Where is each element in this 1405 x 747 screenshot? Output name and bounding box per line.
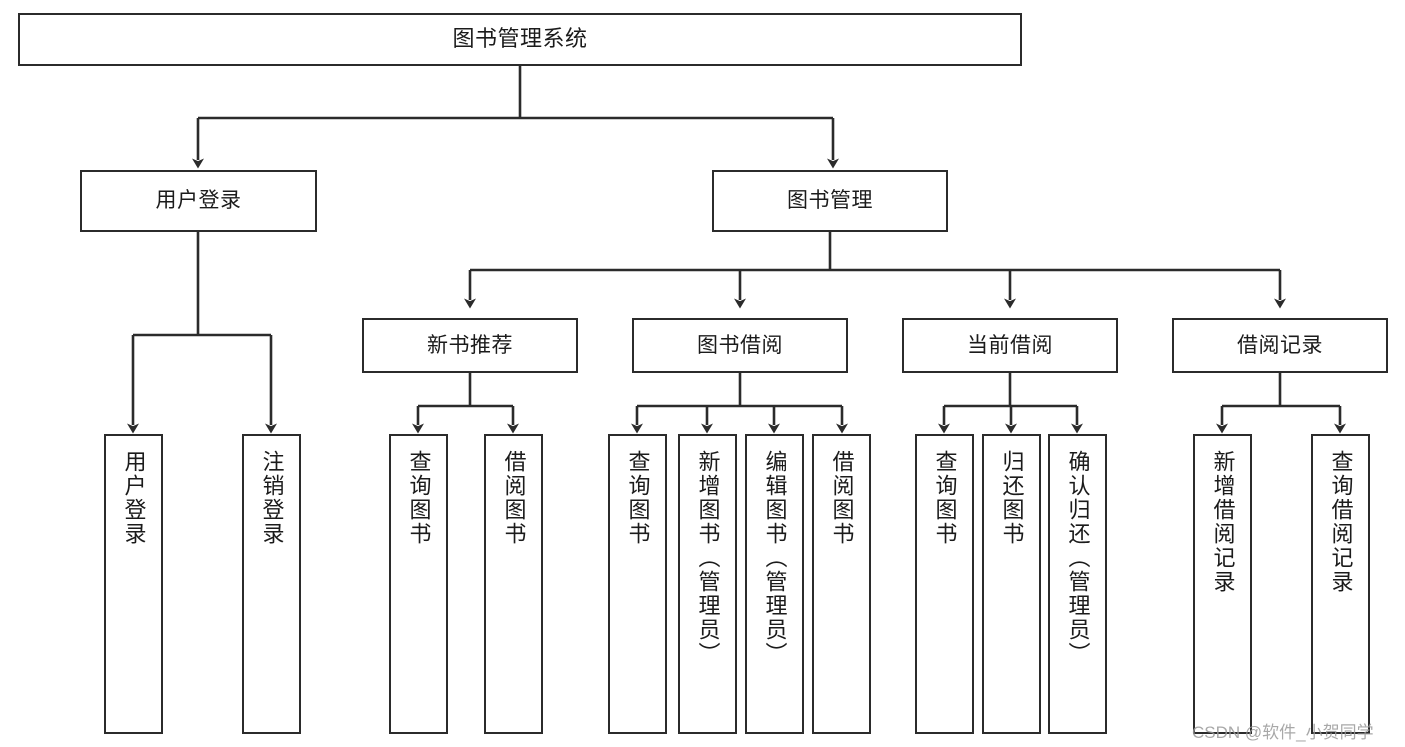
leaf-query-book-recommend-label: 查询图书 [406,450,432,546]
node-user-login-label: 用户登录 [155,189,242,213]
leaf-logout-login[interactable]: 注销登录 [242,434,301,734]
node-current-borrow-label: 当前借阅 [967,333,1053,357]
node-borrow-record[interactable]: 借阅记录 [1172,318,1388,373]
node-borrow-record-label: 借阅记录 [1237,333,1323,357]
node-book-borrow[interactable]: 图书借阅 [632,318,848,373]
node-root[interactable]: 图书管理系统 [18,13,1022,66]
leaf-borrow-book-label: 借阅图书 [829,450,855,546]
leaf-return-book-label: 归还图书 [999,450,1025,546]
leaf-borrow-book[interactable]: 借阅图书 [812,434,871,734]
node-user-login[interactable]: 用户登录 [80,170,317,232]
leaf-return-book[interactable]: 归还图书 [982,434,1041,734]
node-book-borrow-label: 图书借阅 [697,333,783,357]
leaf-query-borrow-record[interactable]: 查询借阅记录 [1311,434,1370,734]
leaf-add-book-admin-label: 新增图书（管理员） [695,450,721,666]
leaf-add-borrow-record[interactable]: 新增借阅记录 [1193,434,1252,734]
leaf-query-book-recommend[interactable]: 查询图书 [389,434,448,734]
leaf-query-book-current[interactable]: 查询图书 [915,434,974,734]
leaf-add-book-admin[interactable]: 新增图书（管理员） [678,434,737,734]
node-root-label: 图书管理系统 [452,26,588,52]
leaf-user-login-label: 用户登录 [121,450,147,546]
node-book-management[interactable]: 图书管理 [712,170,948,232]
node-book-management-label: 图书管理 [787,189,873,213]
leaf-confirm-return-admin-label: 确认归还（管理员） [1065,450,1091,666]
leaf-query-book-current-label: 查询图书 [932,450,958,546]
leaf-borrow-book-recommend[interactable]: 借阅图书 [484,434,543,734]
leaf-logout-login-label: 注销登录 [259,450,285,546]
node-new-book-recommend[interactable]: 新书推荐 [362,318,578,373]
leaf-edit-book-admin-label: 编辑图书（管理员） [762,450,788,666]
leaf-query-book-borrow-label: 查询图书 [625,450,651,546]
leaf-confirm-return-admin[interactable]: 确认归还（管理员） [1048,434,1107,734]
leaf-edit-book-admin[interactable]: 编辑图书（管理员） [745,434,804,734]
leaf-user-login[interactable]: 用户登录 [104,434,163,734]
node-new-book-recommend-label: 新书推荐 [427,333,513,357]
leaf-borrow-book-recommend-label: 借阅图书 [501,450,527,546]
watermark-text: CSDN @软件_小贺同学 [1192,723,1374,742]
leaf-query-book-borrow[interactable]: 查询图书 [608,434,667,734]
leaf-add-borrow-record-label: 新增借阅记录 [1210,450,1236,594]
node-current-borrow[interactable]: 当前借阅 [902,318,1118,373]
leaf-query-borrow-record-label: 查询借阅记录 [1328,450,1354,594]
